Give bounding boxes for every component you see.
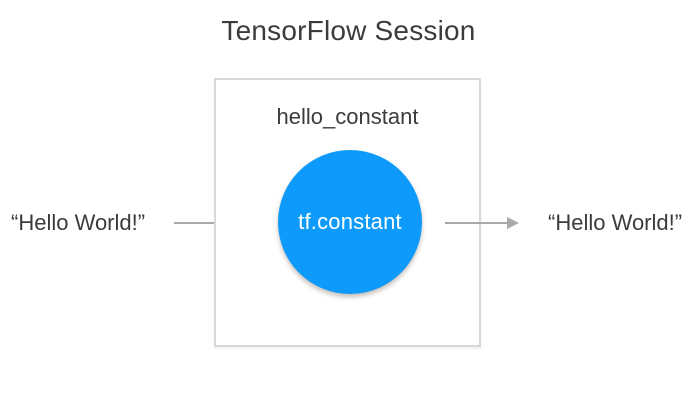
diagram-title: TensorFlow Session bbox=[221, 15, 476, 46]
node-op-label: tf.constant bbox=[298, 209, 402, 234]
output-value-label: “Hello World!” bbox=[548, 210, 683, 235]
node-name-label: hello_constant bbox=[276, 104, 419, 129]
arrowhead-right-icon bbox=[507, 217, 519, 229]
tf-constant-node: tf.constant bbox=[278, 150, 422, 294]
input-value-label: “Hello World!” bbox=[11, 210, 146, 235]
output-arrow-icon bbox=[445, 217, 519, 229]
session-box: hello_constant tf.constant bbox=[214, 78, 481, 347]
